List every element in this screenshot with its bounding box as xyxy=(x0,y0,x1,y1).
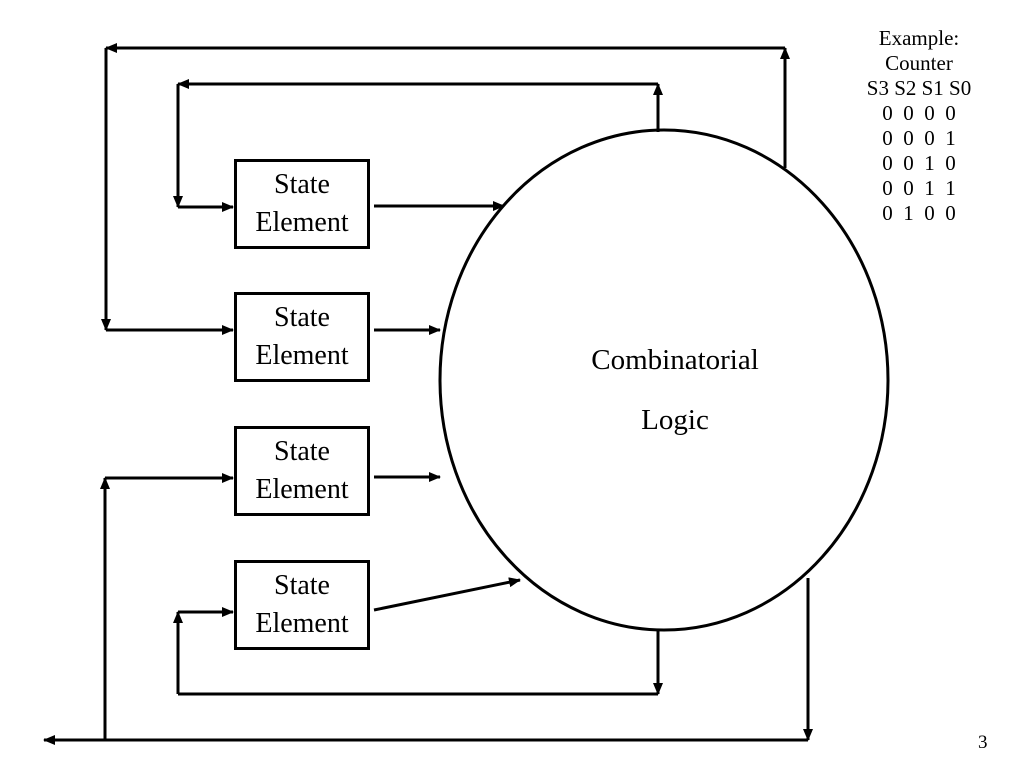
state-element-1-line2: Element xyxy=(255,207,349,238)
state-element-2-line1: State xyxy=(274,302,330,333)
state-element-2-line2: Element xyxy=(255,340,349,371)
example-row: 0 0 1 0 xyxy=(882,151,956,175)
state-element-3: State Element xyxy=(234,426,370,516)
state-element-3-line2: Element xyxy=(255,474,349,505)
logic-label-line2: Logic xyxy=(641,404,709,436)
state-element-1: State Element xyxy=(234,159,370,249)
state-element-4-line1: State xyxy=(274,570,330,601)
example-row: 0 0 0 1 xyxy=(882,126,956,150)
example-header: S3 S2 S1 S0 xyxy=(866,76,972,100)
state4-output-arrow xyxy=(373,577,521,612)
example-subtitle: Counter xyxy=(885,51,953,75)
combinatorial-logic-ellipse xyxy=(438,128,890,632)
example-row: 0 1 0 0 xyxy=(882,201,956,225)
counter-example: Example: Counter S3 S2 S1 S0 0 0 0 0 0 0… xyxy=(838,26,1000,226)
page-number: 3 xyxy=(978,732,988,753)
combinatorial-logic-label: Combinatorial Logic xyxy=(560,336,790,444)
state-element-4-line2: Element xyxy=(255,608,349,639)
state-element-1-line1: State xyxy=(274,169,330,200)
state-element-4: State Element xyxy=(234,560,370,650)
example-title: Example: xyxy=(878,26,960,50)
state-element-3-line1: State xyxy=(274,436,330,467)
example-row: 0 0 0 0 xyxy=(882,101,956,125)
example-row: 0 0 1 1 xyxy=(882,176,956,200)
state-element-2: State Element xyxy=(234,292,370,382)
logic-label-line1: Combinatorial xyxy=(591,344,759,376)
